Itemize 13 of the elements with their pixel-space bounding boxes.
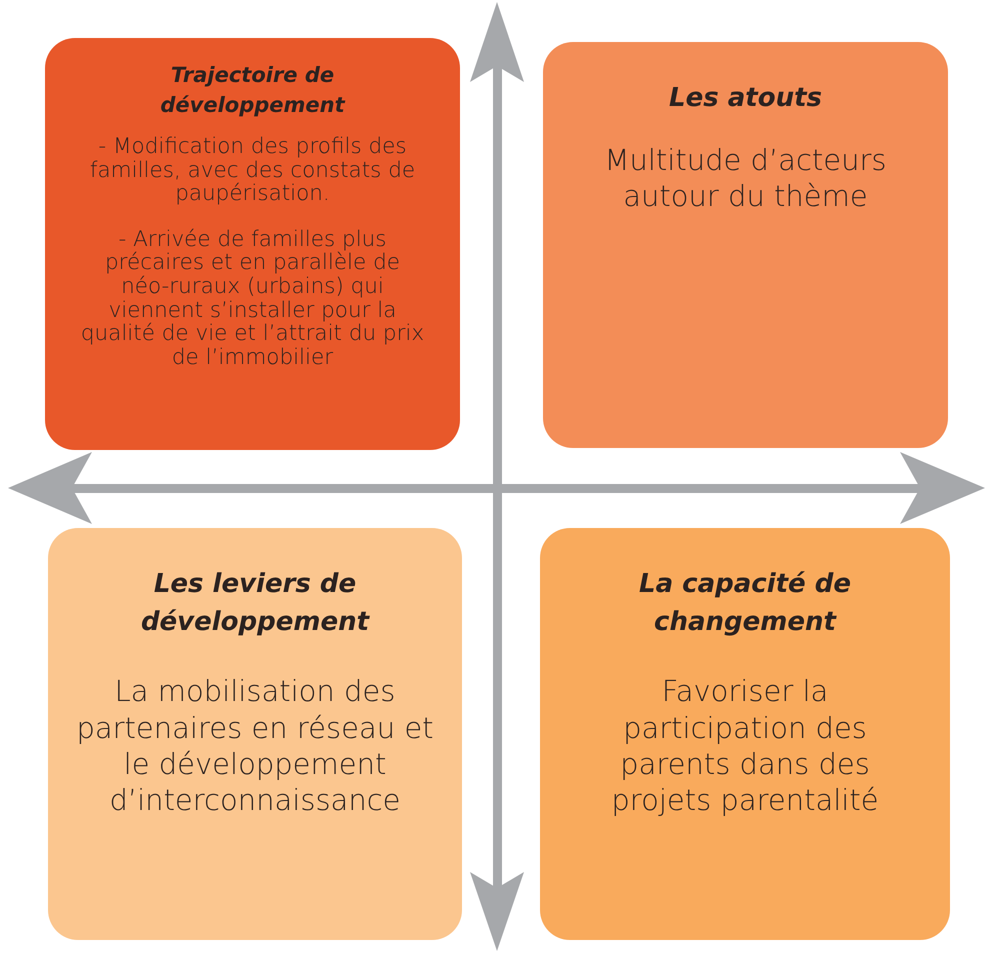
quadrant-card bbox=[543, 42, 948, 448]
quadrant-card bbox=[540, 528, 950, 940]
card-text: Multitude d’acteurs autour du thème bbox=[603, 142, 888, 214]
card-heading: Les atouts bbox=[668, 82, 823, 115]
card-text: Favoriser la participation des parents dans des projets parentalité bbox=[610, 673, 880, 818]
card-text: - Arrivée de familles plus précaires et en parallèle de néo-ruraux (urbains) qui viennent s’installer pour la qualité de vie et l’attrait du prix de l’immobilier bbox=[80, 228, 425, 370]
card-heading: La capacité de changement bbox=[638, 568, 852, 639]
quadrant-card bbox=[45, 38, 460, 450]
card-heading: Trajectoire de développement bbox=[159, 62, 346, 120]
card-heading: Les leviers de développement bbox=[140, 568, 371, 639]
quadrant-card bbox=[48, 528, 462, 940]
card-text: La mobilisation des partenaires en réseau et le développement d’interconnaissance bbox=[75, 673, 435, 818]
card-text: - Modification des profils des familles, avec des constats de paupérisation. bbox=[88, 134, 416, 206]
